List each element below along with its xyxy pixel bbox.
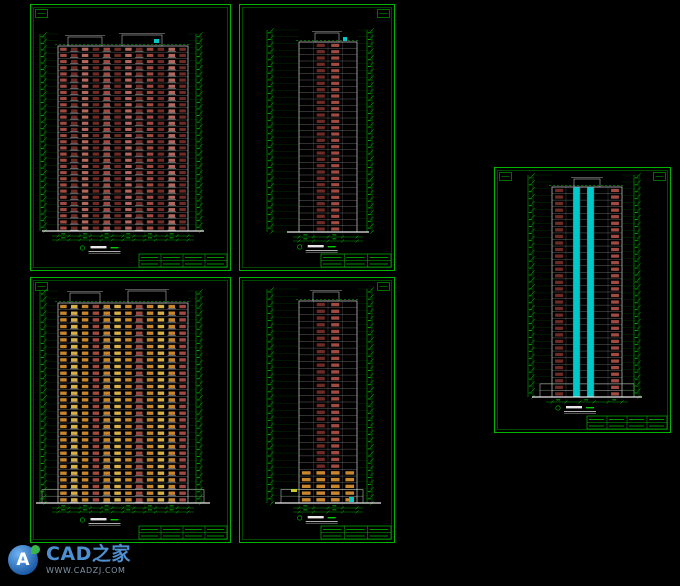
site-url: WWW.CADZJ.COM [46,565,126,575]
site-name: CAD之家 [46,543,131,565]
cadzj-logo-icon: A [8,544,40,575]
sheet-elevation-cyan [494,167,671,433]
sheet-side-elevation-a [239,4,395,271]
sheet-side-elevation-b [239,277,395,543]
site-text: CAD之家 WWW.CADZJ.COM [46,543,131,575]
sheet-front-elevation-a [30,4,231,271]
leaf-icon [31,544,40,554]
logo-letter: A [16,549,30,570]
sheet-front-elevation-b [30,277,231,543]
site-watermark: A CAD之家 WWW.CADZJ.COM [8,543,131,575]
